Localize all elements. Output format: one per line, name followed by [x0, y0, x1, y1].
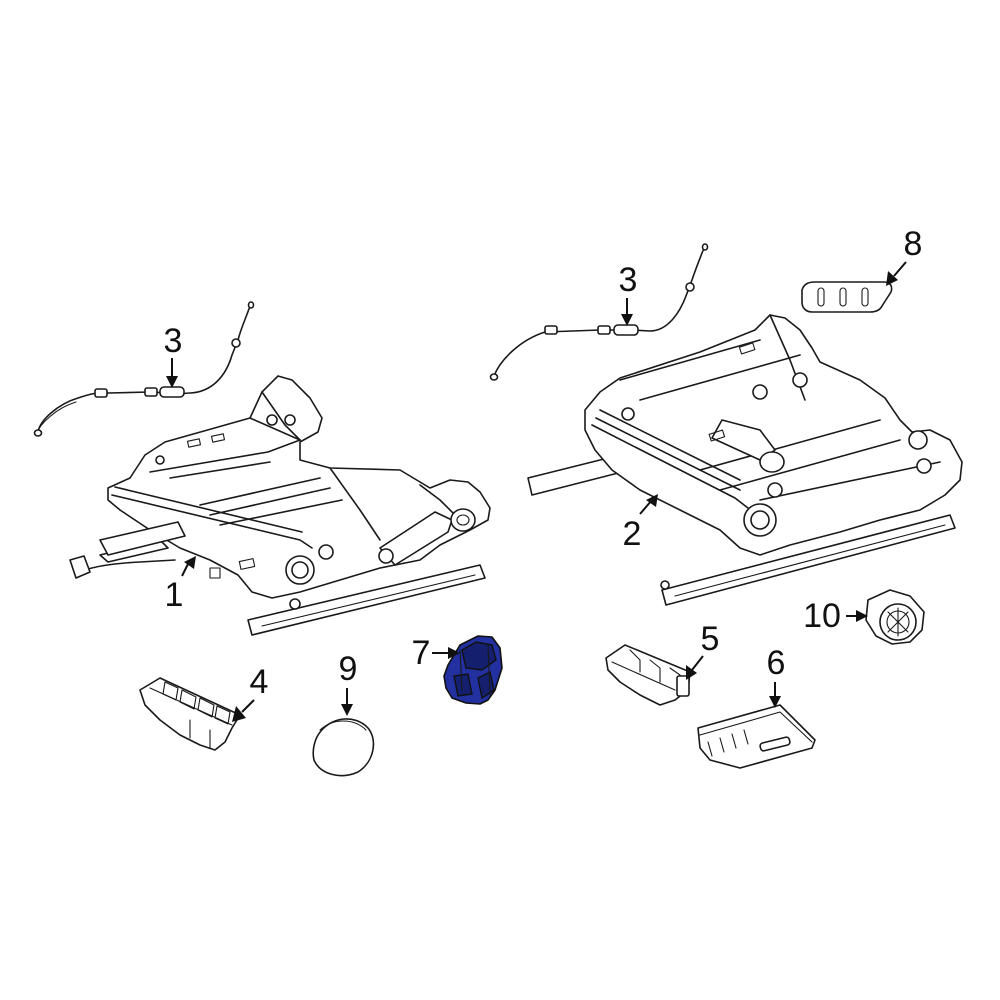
callout-label: 9: [339, 650, 358, 688]
right-seat-frame[interactable]: [527, 314, 963, 606]
left-seat-frame[interactable]: [69, 375, 491, 636]
callout-8: 8: [886, 225, 922, 286]
part-4-switch-bracket[interactable]: [139, 677, 241, 751]
part-6-control-module[interactable]: [697, 704, 816, 769]
callout-label: 4: [250, 663, 269, 701]
callout-1: 1: [165, 556, 196, 614]
callout-6: 6: [767, 644, 786, 708]
callout-label: 5: [701, 620, 720, 658]
left-cable-assembly[interactable]: [33, 301, 255, 437]
callout-4: 4: [232, 663, 268, 722]
callout-7: 7: [412, 634, 460, 672]
callout-label: 2: [623, 515, 642, 553]
part-9-round-cap[interactable]: [312, 718, 375, 777]
callout-5: 5: [686, 620, 719, 680]
callout-label: 7: [412, 634, 431, 672]
callout-3-left: 3: [164, 322, 183, 388]
callout-label: 3: [164, 322, 183, 360]
part-7-highlighted-motor[interactable]: [443, 635, 503, 705]
callout-label: 10: [803, 597, 841, 635]
callout-label: 1: [165, 576, 184, 614]
right-cable-assembly[interactable]: [489, 243, 709, 381]
callout-10: 10: [803, 597, 868, 635]
callout-3-right: 3: [619, 261, 638, 326]
callout-label: 6: [767, 644, 786, 682]
callout-label: 3: [619, 261, 638, 299]
callout-2: 2: [623, 494, 658, 553]
part-5-bracket[interactable]: [605, 644, 691, 706]
part-8-cover[interactable]: [801, 281, 893, 313]
callout-9: 9: [339, 650, 358, 716]
part-10-round-switch[interactable]: [865, 589, 925, 645]
callout-label: 8: [904, 225, 923, 263]
